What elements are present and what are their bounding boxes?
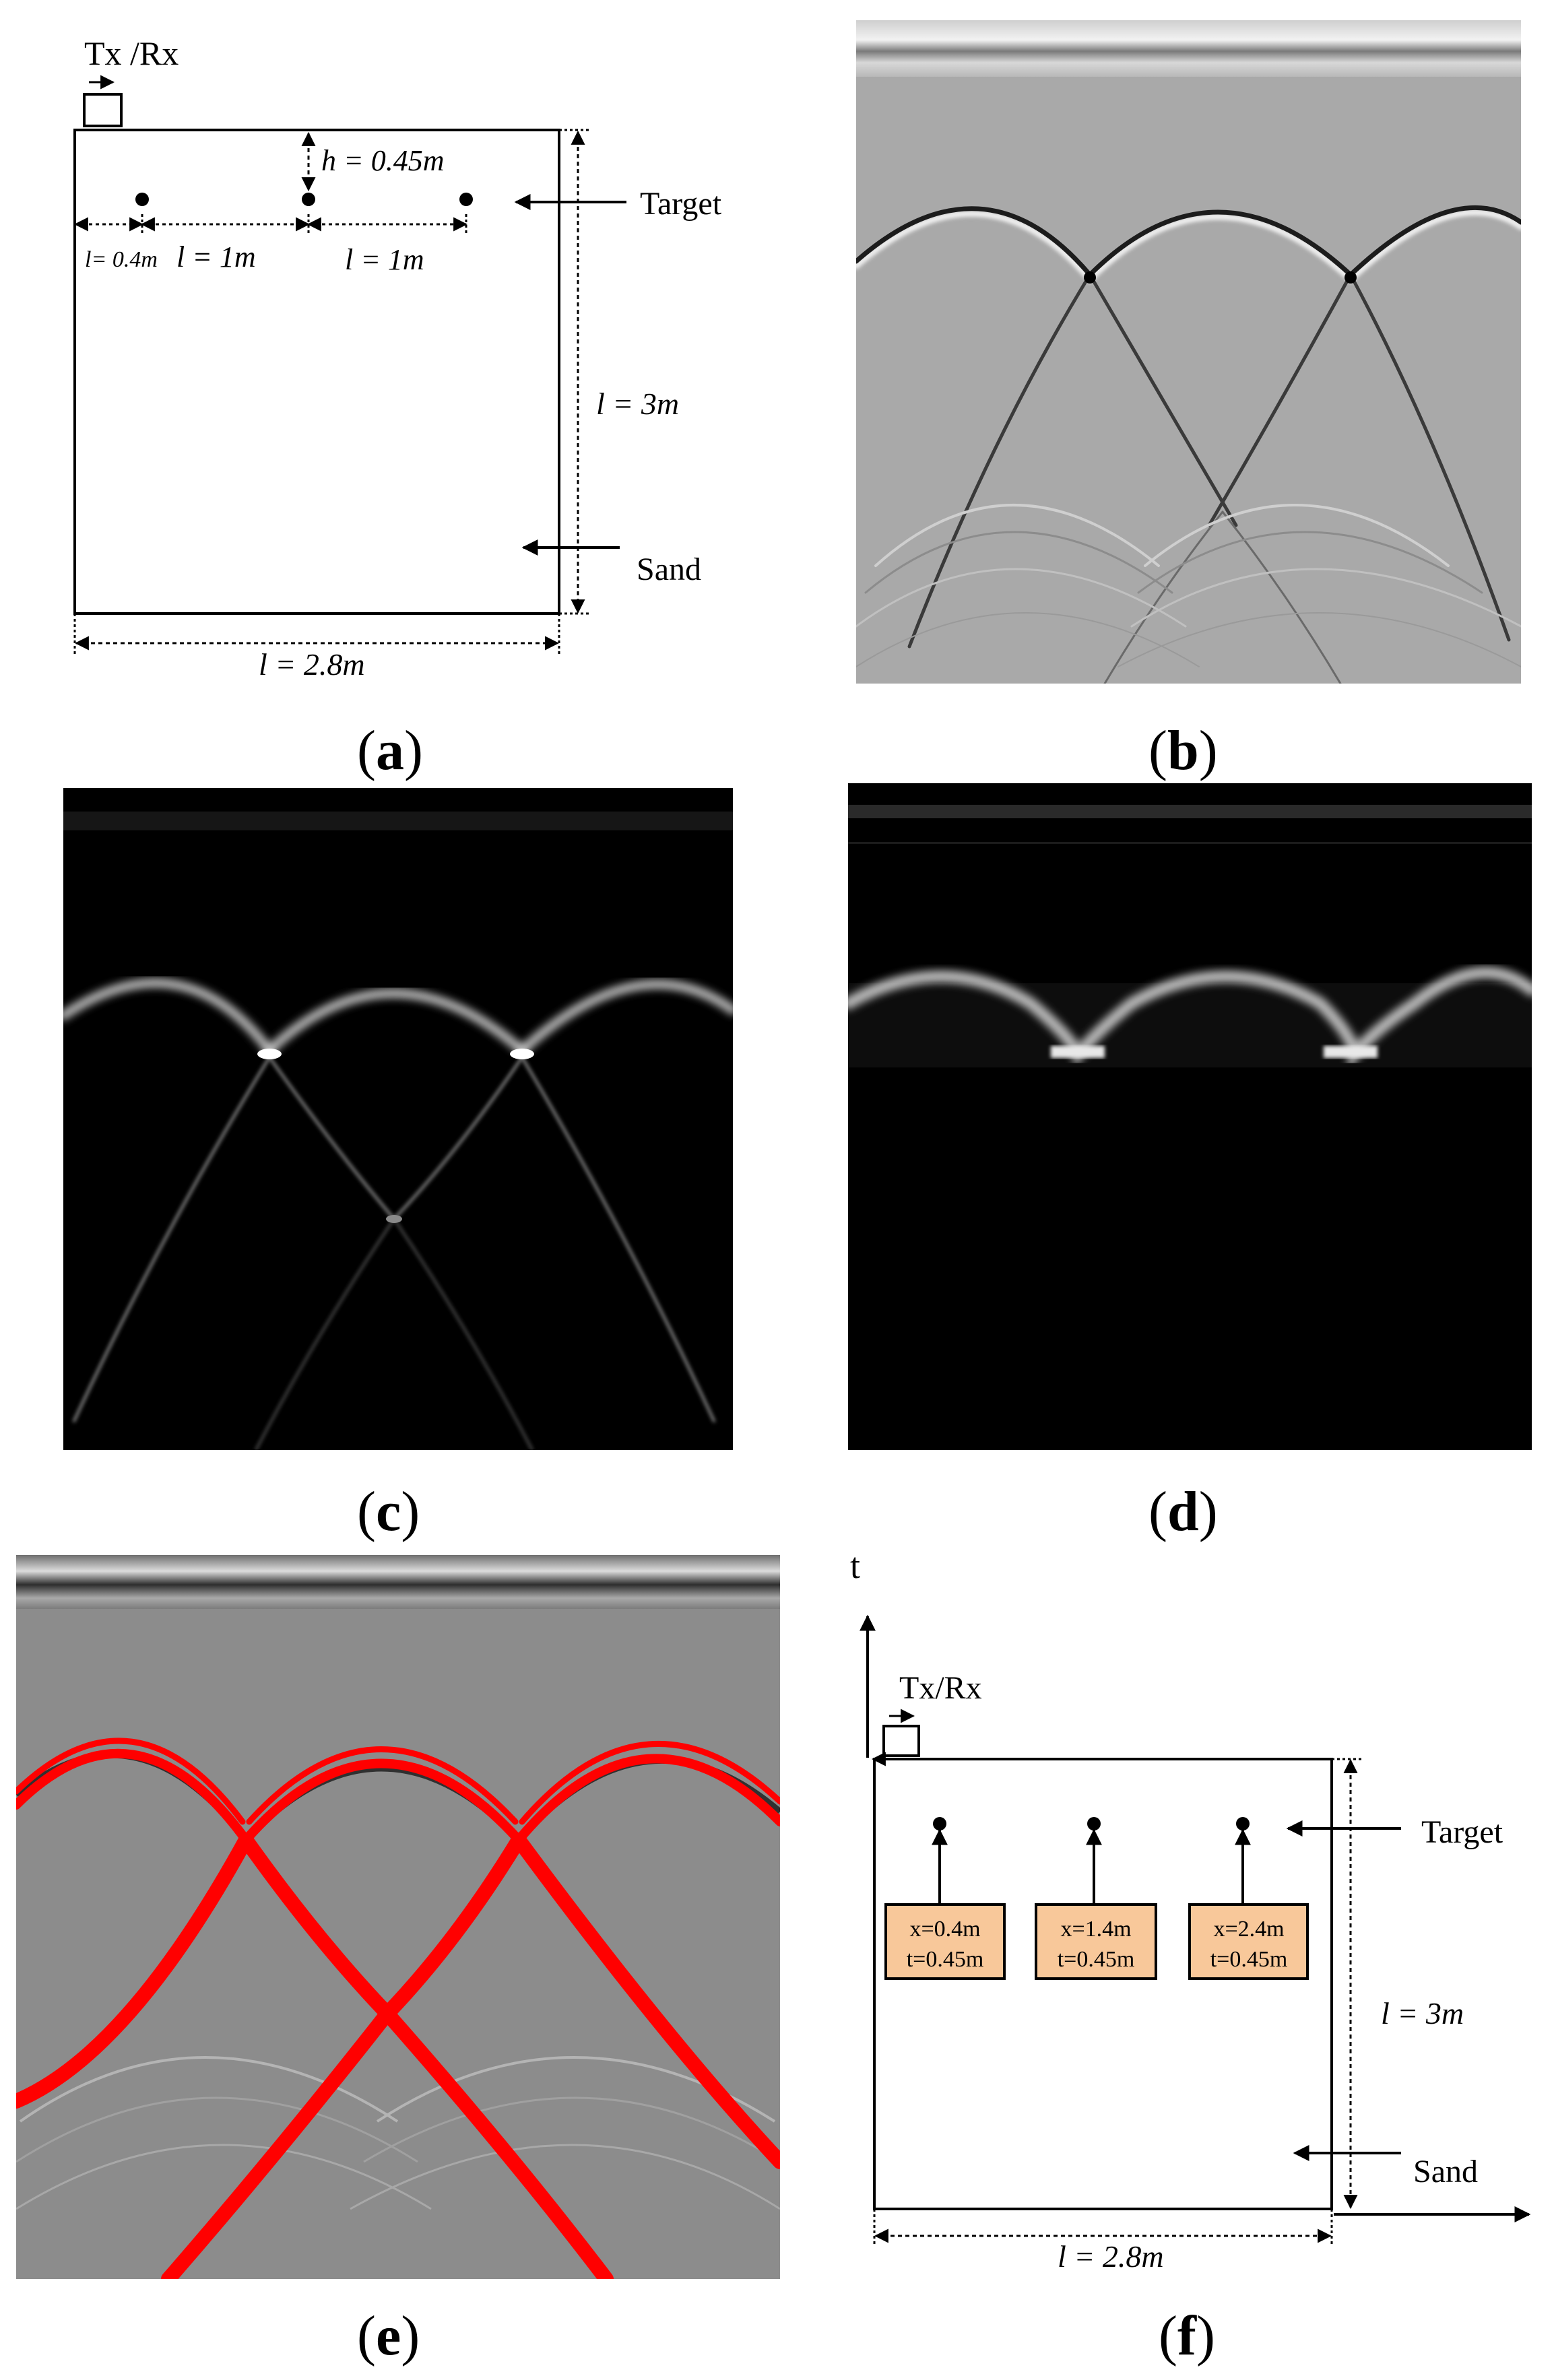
panel-f-result-schematic: t Tx/Rx x=0.4m t=0.45m x=1.4m t=0.45m x=…: [850, 1546, 1531, 2367]
thin-line-d: [848, 842, 1532, 844]
target-point-f-1: [933, 1817, 946, 1830]
caption-c: (c): [357, 1480, 420, 1543]
direct-wave-band-b: [856, 20, 1521, 77]
tx-rx-device: [83, 93, 123, 127]
v-curve-group-d: [848, 966, 1532, 1071]
top-band-d: [848, 805, 1532, 818]
result-box-1: x=0.4m t=0.45m: [884, 1903, 1006, 1980]
crossing-glow-c: [386, 1215, 402, 1223]
panel-c-image: [63, 788, 733, 1450]
result-box-1-t: t=0.45m: [907, 1947, 984, 1972]
tx-rx-device-f: [882, 1725, 920, 1757]
spacing-label-3: l = 1m: [345, 243, 424, 276]
t-axis-label: t: [850, 1546, 860, 1586]
result-box-3-x: x=2.4m: [1213, 1917, 1284, 1942]
caption-b: (b): [1148, 719, 1218, 782]
direct-wave-band-e: [16, 1555, 780, 1609]
result-box-2: x=1.4m t=0.45m: [1035, 1903, 1157, 1980]
target-point-2: [302, 193, 315, 206]
width-label: l = 2.8m: [259, 647, 365, 682]
sand-box-f: [873, 1758, 1333, 2210]
apex-glow-c-1: [257, 1049, 282, 1059]
apex-dot-b-2: [1345, 271, 1357, 284]
base-glow-d-2: [1324, 1046, 1378, 1058]
spacing-label-2: l = 1m: [176, 240, 256, 273]
red-detected-hyperbolas: [16, 1738, 780, 2279]
result-box-2-t: t=0.45m: [1058, 1947, 1135, 1972]
device-label-f: Tx/Rx: [899, 1670, 982, 1706]
caption-d: (d): [1148, 1480, 1218, 1543]
result-box-1-x: x=0.4m: [909, 1917, 980, 1942]
hyperbola-group-b: [856, 205, 1521, 684]
target-point-3: [459, 193, 473, 206]
top-band-c: [63, 812, 733, 830]
result-box-3-bg: [1188, 1903, 1309, 1980]
caption-e: (e): [357, 2305, 420, 2367]
sand-box: [73, 129, 560, 615]
target-point-1: [135, 193, 149, 206]
target-label: Target: [640, 186, 722, 222]
panel-a-schematic: Tx /Rx h = 0.45m l= 0.4m l = 1m l = 1m T…: [73, 34, 722, 782]
result-box-3: x=2.4m t=0.45m: [1188, 1903, 1309, 1980]
apex-glow-c-2: [510, 1049, 534, 1059]
target-label-f: Target: [1421, 1814, 1503, 1850]
result-box-1-bg: [884, 1903, 1006, 1980]
hyperbola-group-c: [63, 978, 733, 1450]
width-label-f: l = 2.8m: [1058, 2239, 1164, 2274]
target-point-f-3: [1236, 1817, 1250, 1830]
result-box-2-x: x=1.4m: [1060, 1917, 1131, 1942]
device-label: Tx /Rx: [84, 34, 179, 72]
panel-e-detection: [16, 1555, 780, 2279]
spacing-label-1: l= 0.4m: [85, 247, 158, 272]
target-point-f-2: [1087, 1817, 1101, 1830]
panel-b-radargram: [856, 20, 1521, 684]
height-label-f: l = 3m: [1381, 1996, 1464, 2030]
depth-label: h = 0.45m: [321, 144, 444, 177]
base-glow-d-1: [1051, 1046, 1105, 1058]
caption-f: (f): [1159, 2305, 1215, 2367]
caption-a: (a): [357, 719, 423, 782]
panel-d-image: [848, 783, 1532, 1450]
result-box-3-t: t=0.45m: [1210, 1947, 1288, 1972]
radargram-b-background: [856, 20, 1521, 684]
height-label: l = 3m: [596, 387, 679, 421]
apex-dot-b-1: [1084, 271, 1096, 284]
image-e-background: [16, 1555, 780, 2279]
image-d-background: [848, 783, 1532, 1450]
sand-label: Sand: [637, 552, 701, 587]
sand-label-f: Sand: [1413, 2154, 1478, 2189]
image-c-background: [63, 788, 733, 1450]
result-box-2-bg: [1035, 1903, 1157, 1980]
